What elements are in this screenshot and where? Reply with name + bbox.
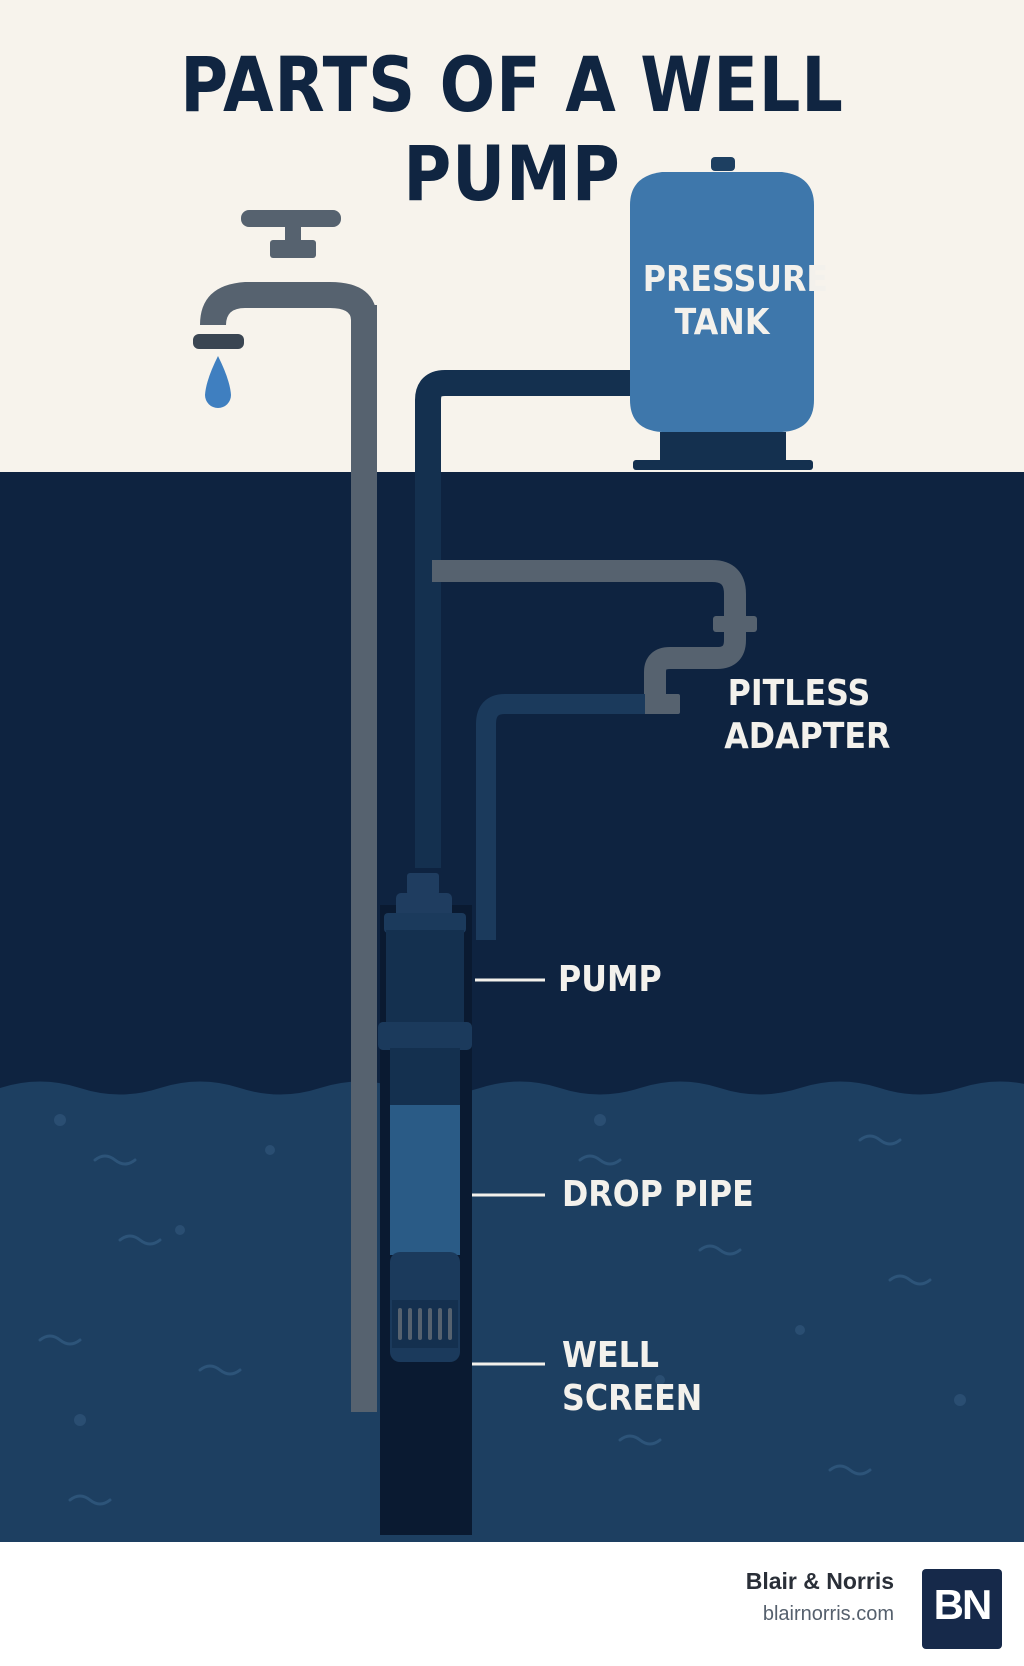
pump-label: PUMP — [558, 959, 662, 1000]
brand-logo-icon: BN — [922, 1569, 1002, 1649]
water-bubbles — [54, 1114, 966, 1426]
tank-stand — [660, 432, 786, 462]
water-ripples — [38, 1134, 932, 1506]
pump-feed-pipe — [476, 694, 645, 940]
tank-base — [633, 460, 813, 470]
submersible-pump-icon — [378, 873, 472, 1362]
water-layer — [0, 1081, 1024, 1542]
pitless-adapter-flange — [713, 616, 757, 632]
brand-name: Blair & Norris — [745, 1568, 894, 1594]
brand-logo-text: BN — [933, 1581, 993, 1628]
pitless-outlet-cap — [640, 694, 680, 714]
tank-supply-pipe — [415, 370, 630, 868]
pitless-pipe-lower — [644, 632, 746, 702]
faucet-bonnet — [270, 240, 316, 258]
drop-pipe-label: DROP PIPE — [562, 1174, 754, 1215]
water-droplet-icon — [205, 356, 231, 408]
page-title: PARTS OF A WELL PUMP — [180, 40, 844, 218]
label-leader-lines — [472, 978, 545, 1366]
brand-url: blairnorris.com — [762, 1603, 894, 1625]
well-screen-label: WELL SCREEN — [562, 1335, 703, 1419]
footer-band — [0, 1542, 1024, 1666]
pitless-pipe-upper — [432, 560, 746, 625]
pressure-tank-icon — [630, 172, 814, 432]
pressure-tank-label: PRESSURE TANK — [642, 259, 829, 343]
faucet-icon — [200, 282, 377, 325]
pitless-adapter-label: PITLESS ADAPTER — [724, 673, 891, 757]
faucet-handle — [241, 210, 341, 227]
faucet-spout-tip — [193, 334, 244, 349]
tank-valve — [711, 157, 735, 171]
